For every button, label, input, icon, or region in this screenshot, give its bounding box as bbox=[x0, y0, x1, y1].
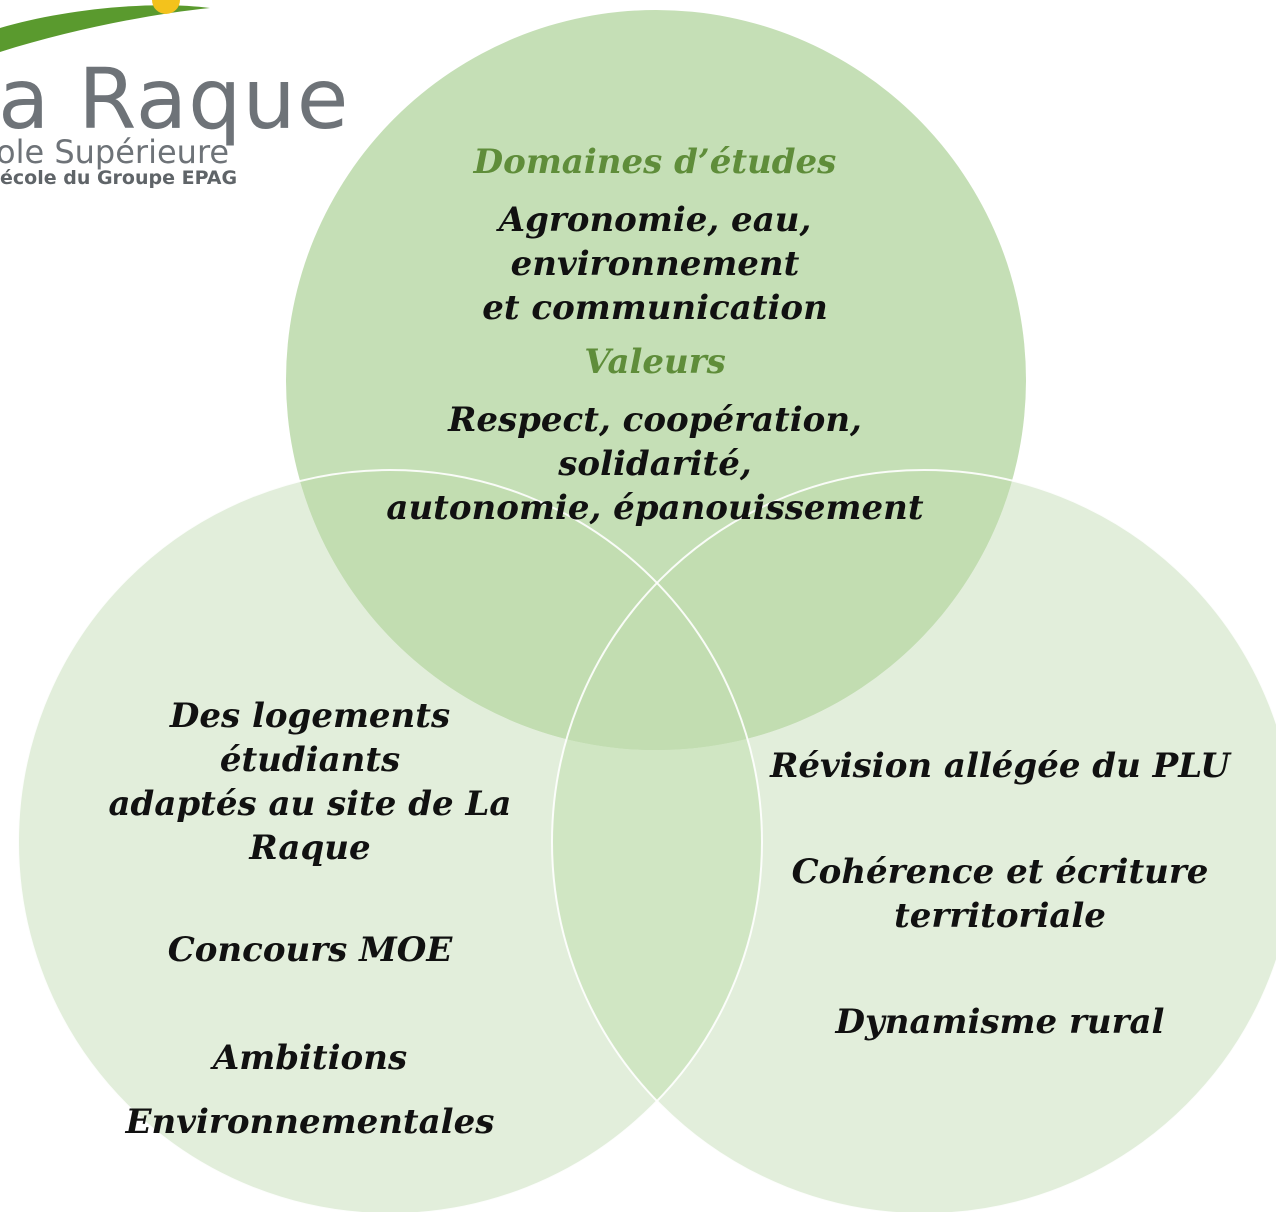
left-item-2: Concours MOE bbox=[167, 930, 453, 970]
heading-domaines: Domaines d’études bbox=[473, 142, 837, 182]
left-item-3-line-1: Ambitions bbox=[212, 1038, 408, 1078]
top-circle-content: Domaines d’études Agronomie, eau, enviro… bbox=[380, 138, 930, 530]
right-item-3: Dynamisme rural bbox=[835, 1002, 1165, 1042]
text-valeurs-1: Respect, coopération, solidarité, bbox=[448, 400, 862, 484]
right-item-2-line-2: territoriale bbox=[894, 896, 1106, 936]
outline-left bbox=[17, 469, 763, 1212]
logo-mark bbox=[0, 0, 210, 53]
overlap-top-left bbox=[286, 470, 762, 750]
overlap-top-right bbox=[552, 470, 1026, 750]
heading-valeurs: Valeurs bbox=[584, 342, 726, 382]
right-circle-content: Révision allégée du PLU Cohérence et écr… bbox=[770, 744, 1230, 1044]
text-domaines-1: Agronomie, eau, environnement bbox=[498, 200, 812, 284]
logo-subtitle: ole Supérieure bbox=[0, 133, 230, 171]
outline-right bbox=[551, 469, 1276, 1212]
right-item-1: Révision allégée du PLU bbox=[770, 746, 1230, 786]
logo-swoosh bbox=[0, 5, 210, 53]
left-item-1-line-2: adaptés au site de La bbox=[108, 784, 512, 824]
left-item-1-line-1: Des logements étudiants bbox=[169, 696, 451, 780]
text-domaines-2: et communication bbox=[482, 288, 828, 328]
logo-group: école du Groupe EPAG bbox=[0, 167, 238, 189]
left-item-1-line-3: Raque bbox=[249, 828, 371, 868]
left-circle-content: Des logements étudiants adaptés au site … bbox=[90, 694, 530, 1144]
logo-name: a Raque bbox=[0, 50, 350, 148]
left-item-3-line-2: Environnementales bbox=[125, 1102, 495, 1142]
logo: a Raque ole Supérieure école du Groupe E… bbox=[0, 0, 348, 200]
logo-sun bbox=[152, 0, 180, 14]
text-valeurs-2: autonomie, épanouissement bbox=[386, 488, 924, 528]
right-item-2-line-1: Cohérence et écriture bbox=[791, 852, 1209, 892]
